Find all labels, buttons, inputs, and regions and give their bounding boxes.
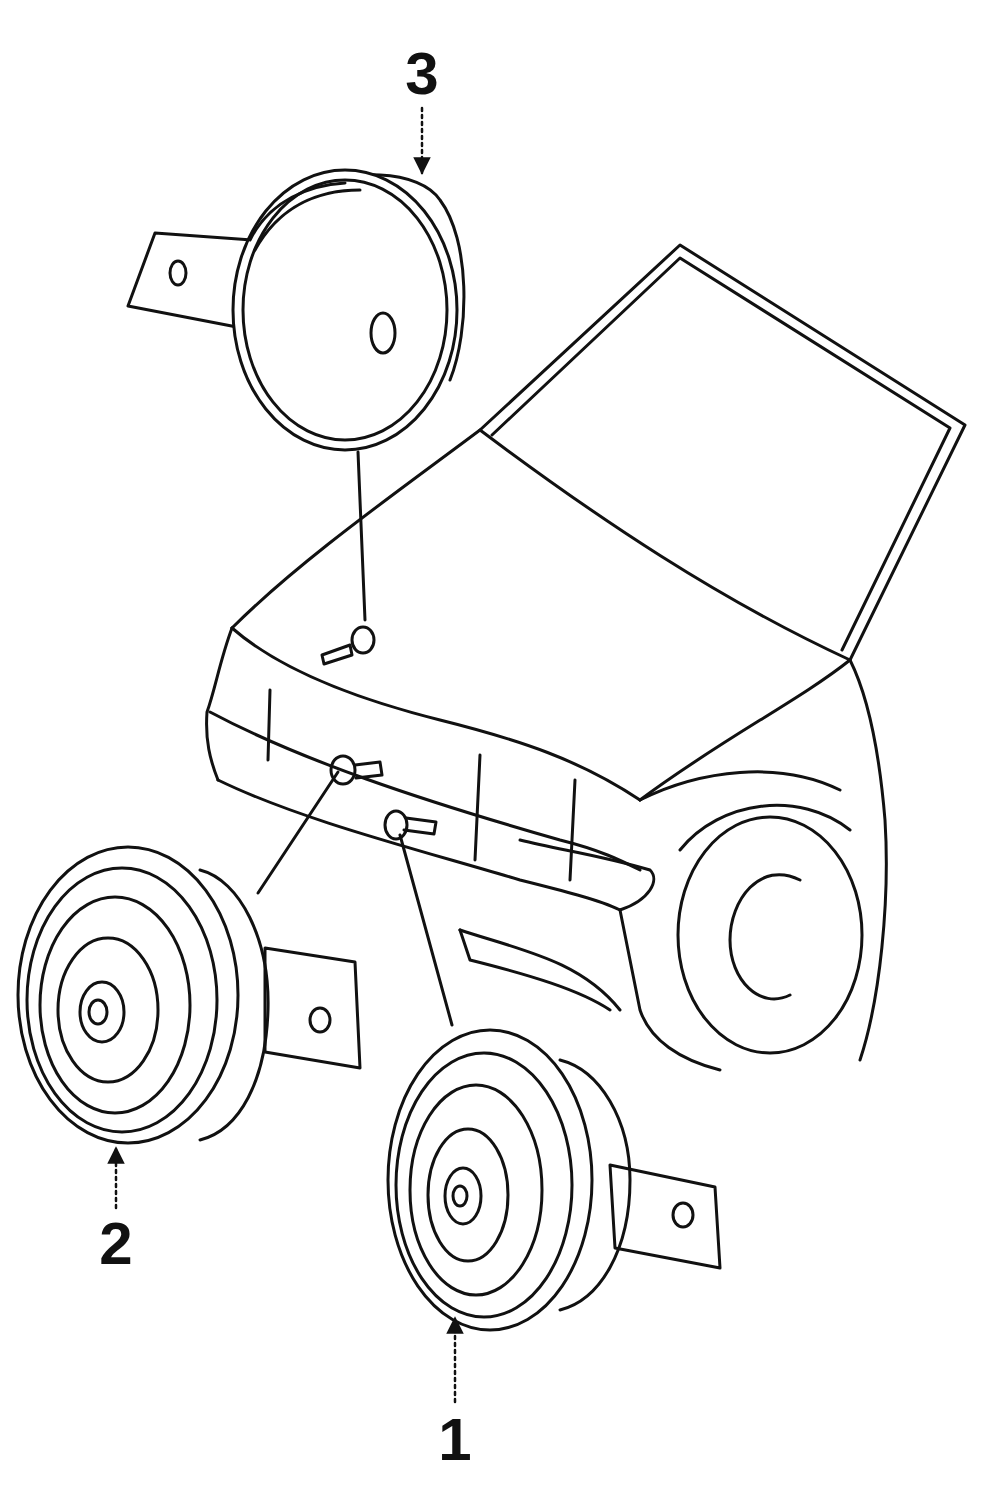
- vehicle-outline-part: [460, 930, 620, 1010]
- horn-2-part: [331, 756, 355, 784]
- horn-2-part: [310, 1008, 330, 1032]
- horn-1-part: [673, 1203, 693, 1227]
- horn-2-part: [18, 847, 238, 1143]
- vehicle-outline-part: [232, 430, 850, 800]
- leader-arrow: [116, 108, 455, 1402]
- horn-3: [128, 170, 464, 664]
- horn-2-part: [89, 1000, 107, 1024]
- vehicle-outline-part: [520, 840, 654, 910]
- horn-3-part: [255, 190, 360, 250]
- horn-3-part: [170, 261, 186, 285]
- horn-2-part: [27, 868, 217, 1132]
- callout-number: 3: [405, 44, 438, 104]
- horn-1: [385, 811, 720, 1330]
- horn-1-part: [385, 811, 407, 839]
- callout-number: 1: [438, 1410, 471, 1470]
- horn-1-part: [404, 818, 436, 834]
- horn-3-part: [371, 313, 395, 353]
- horn-3-part: [243, 180, 447, 440]
- vehicle-outline-part: [218, 780, 620, 910]
- vehicle-outline-part: [480, 245, 965, 660]
- horn-1-part: [410, 1085, 542, 1295]
- leader-arrow-part: [454, 1318, 457, 1402]
- horn-2-part: [58, 938, 158, 1082]
- vehicle-outline-part: [680, 805, 850, 850]
- vehicle-outline-part: [460, 930, 610, 1010]
- vehicle-outline-part: [207, 628, 232, 780]
- vehicle-outline-part: [570, 780, 575, 880]
- horn-2-part: [265, 948, 360, 1068]
- horn-2: [18, 756, 382, 1143]
- horn-3-part: [233, 170, 457, 450]
- vehicle-outline-part: [268, 690, 270, 760]
- horn-1-part: [610, 1165, 720, 1268]
- vehicle-outline-part: [620, 910, 720, 1070]
- vehicle-outline-part: [232, 628, 640, 800]
- horn-1-part: [453, 1186, 467, 1206]
- horn-1-part: [400, 835, 452, 1025]
- horn-1-part: [388, 1030, 592, 1330]
- horn-3-part: [358, 452, 365, 620]
- vehicle-outline-part: [678, 817, 862, 1053]
- horn-3-part: [352, 627, 374, 653]
- horn-2-part: [40, 897, 190, 1113]
- horn-2-part: [258, 772, 338, 893]
- vehicle-outline-part: [730, 875, 800, 999]
- horn-2-part: [80, 982, 124, 1042]
- horn-3-part: [322, 645, 352, 664]
- leader-arrow-part: [421, 108, 424, 173]
- horn-1-part: [445, 1168, 481, 1224]
- horn-1-part: [428, 1129, 508, 1261]
- vehicle-outline-part: [475, 755, 480, 860]
- horn-2-part: [355, 762, 382, 778]
- horn-1-part: [396, 1053, 572, 1317]
- leader-arrow-part: [115, 1148, 118, 1208]
- vehicle-outline-part: [640, 772, 840, 800]
- vehicle-outline-part: [850, 660, 886, 1060]
- callout-number: 2: [99, 1214, 132, 1274]
